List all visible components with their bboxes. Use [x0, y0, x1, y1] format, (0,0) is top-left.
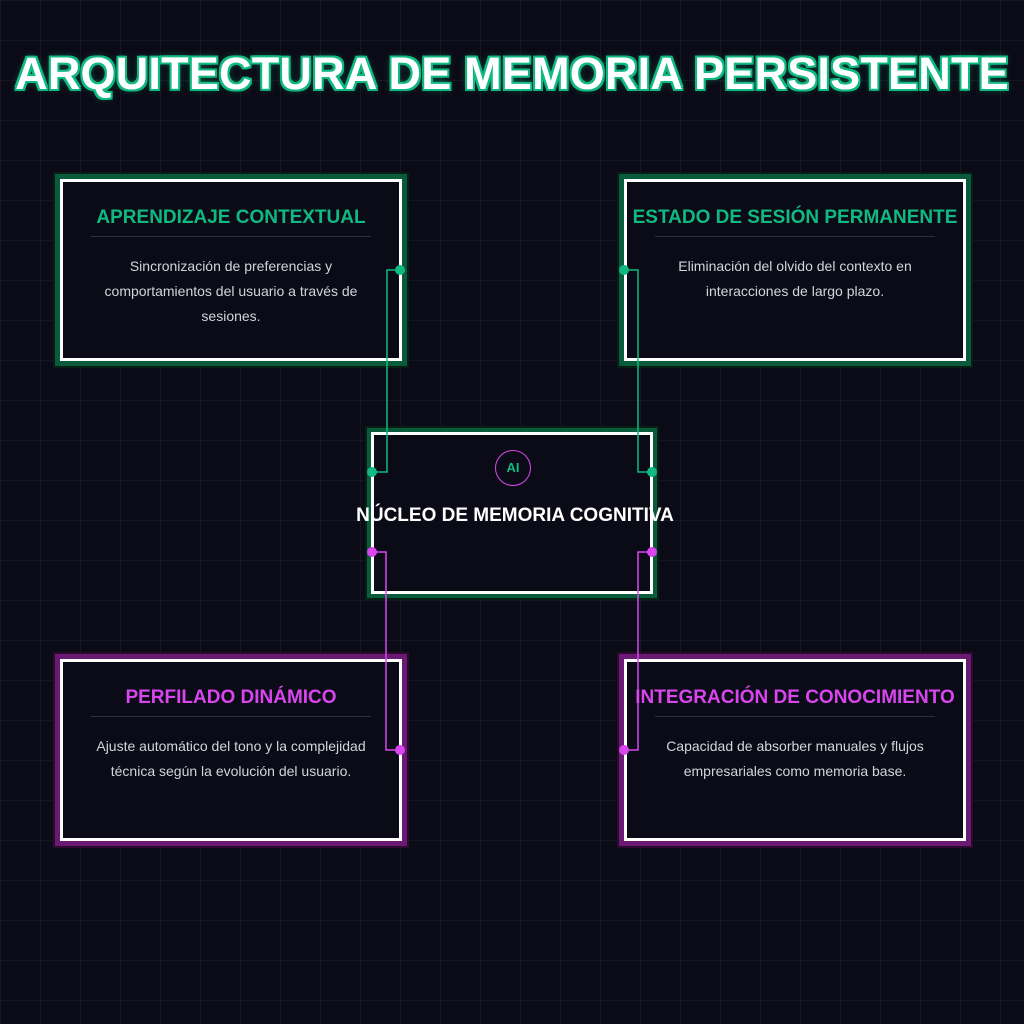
- node-aprendizaje-contextual: APRENDIZAJE CONTEXTUAL Sincronización de…: [60, 179, 402, 361]
- node-description: Eliminación del olvido del contexto en i…: [678, 258, 912, 299]
- node-description: Sincronización de preferencias y comport…: [104, 258, 358, 324]
- node-divider: [655, 236, 935, 237]
- node-divider: [91, 236, 371, 237]
- page-title: ARQUITECTURA DE MEMORIA PERSISTENTE: [15, 48, 1009, 99]
- node-title: PERFILADO DINÁMICO: [125, 687, 337, 708]
- node-divider: [91, 716, 371, 717]
- node-title: APRENDIZAJE CONTEXTUAL: [96, 207, 366, 228]
- node-estado-sesion: ESTADO DE SESIÓN PERMANENTE Eliminación …: [624, 179, 966, 361]
- node-divider: [655, 716, 935, 717]
- node-description: Capacidad de absorber manuales y flujos …: [666, 738, 924, 779]
- node-perfilado-dinamico: PERFILADO DINÁMICO Ajuste automático del…: [60, 659, 402, 841]
- core-title: NÚCLEO DE MEMORIA COGNITIVA: [356, 505, 674, 526]
- node-integracion-conocimiento: INTEGRACIÓN DE CONOCIMIENTO Capacidad de…: [624, 659, 966, 841]
- core-node: AI NÚCLEO DE MEMORIA COGNITIVA: [356, 432, 674, 594]
- node-title: ESTADO DE SESIÓN PERMANENTE: [632, 207, 958, 228]
- node-description: Ajuste automático del tono y la compleji…: [96, 738, 366, 779]
- ai-badge-icon: AI: [495, 450, 531, 486]
- node-title: INTEGRACIÓN DE CONOCIMIENTO: [635, 687, 955, 708]
